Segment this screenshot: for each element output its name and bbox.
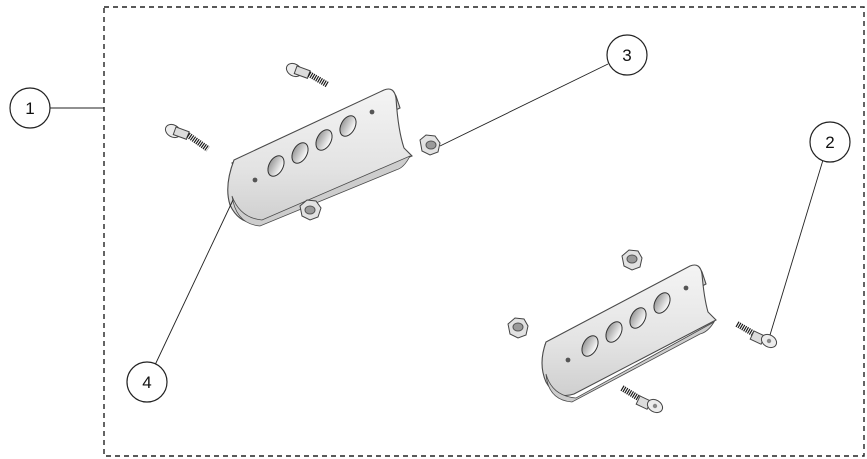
bolt-left xyxy=(164,123,210,152)
callout-4-label: 4 xyxy=(142,373,151,392)
bracket-upper xyxy=(227,88,413,227)
callout-1-label: 1 xyxy=(25,99,34,118)
callout-2: 2 xyxy=(809,121,851,163)
nut-lower-left xyxy=(507,317,529,339)
nut-lower-top xyxy=(621,249,643,271)
bolt-top xyxy=(285,62,330,88)
bolt-bottom xyxy=(620,385,664,414)
leader-2 xyxy=(769,159,824,336)
callout-3-circle xyxy=(606,34,648,76)
bracket-lower-holes xyxy=(565,285,689,363)
callout-2-circle xyxy=(809,121,851,163)
bracket-lower xyxy=(541,264,717,403)
bracket-upper-holes xyxy=(252,109,375,183)
callout-2-label: 2 xyxy=(825,133,834,152)
nut-upper-bottom xyxy=(299,199,322,221)
callout-4: 4 xyxy=(126,361,168,403)
callout-3-label: 3 xyxy=(622,46,631,65)
callout-1-circle xyxy=(9,87,51,129)
callout-4-circle xyxy=(126,361,168,403)
leader-4 xyxy=(154,199,234,366)
callout-1: 1 xyxy=(9,87,51,129)
nut-upper-right xyxy=(419,134,441,156)
leader-3 xyxy=(439,63,609,147)
assembly-frame xyxy=(103,6,865,457)
callout-3: 3 xyxy=(606,34,648,76)
bolt-right xyxy=(735,321,778,349)
